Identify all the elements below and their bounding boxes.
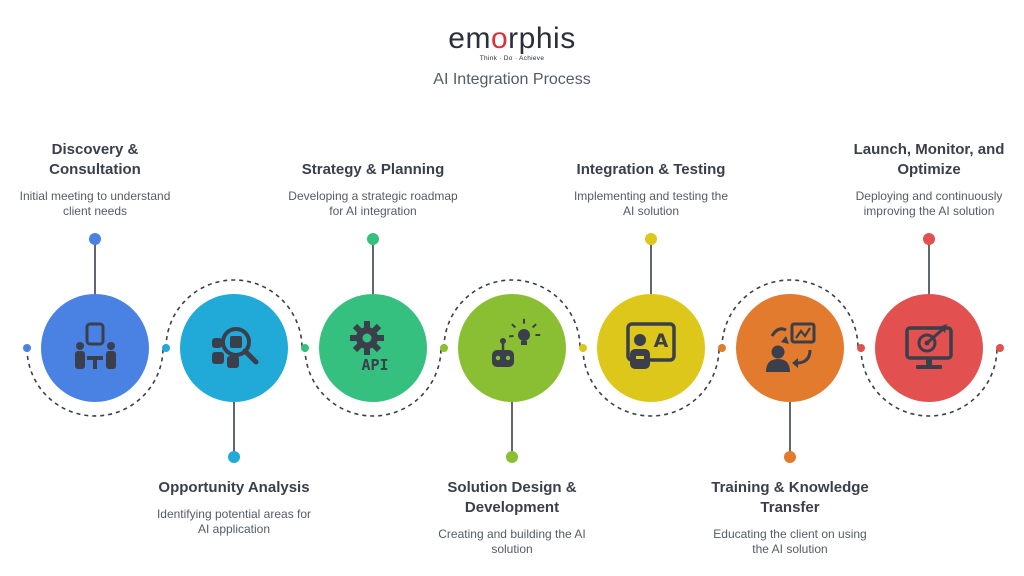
brand-logo: emorphis Think · Do · Achieve <box>0 22 1024 63</box>
step-circle <box>736 294 844 402</box>
step-title-line: Transfer <box>760 499 820 516</box>
connector-arc <box>165 279 303 349</box>
presenter-chart-icon <box>766 322 816 372</box>
step-description-line: the AI solution <box>752 542 828 556</box>
connector-arc <box>721 279 859 349</box>
step-description-line: improving the AI solution <box>863 204 995 218</box>
step-description-line: Initial meeting to understand <box>19 189 171 203</box>
junction-dot <box>440 344 448 352</box>
step-title-line: Opportunity Analysis <box>158 479 310 496</box>
step-description-line: AI application <box>197 522 271 536</box>
step-title-line: Strategy & Planning <box>301 161 445 178</box>
api-icon-label: API <box>361 356 388 374</box>
connector-arc <box>443 279 581 349</box>
step-circle <box>597 294 705 402</box>
step-circle <box>458 294 566 402</box>
step-end-dot <box>367 233 379 245</box>
junction-dot <box>996 344 1004 352</box>
junction-dot <box>857 344 865 352</box>
step-title: Strategy & Planning <box>278 160 468 180</box>
step-title-line: Development <box>464 499 560 516</box>
board-letter-label: A <box>654 330 669 352</box>
magnifier-analysis-icon <box>212 327 259 368</box>
step-title: Opportunity Analysis <box>139 478 329 498</box>
junction-dot <box>579 344 587 352</box>
step-title-line: Optimize <box>897 161 961 178</box>
step-end-dot <box>645 233 657 245</box>
step-end-dot <box>228 451 240 463</box>
step-title-line: Consultation <box>49 161 141 178</box>
step-description-line: Deploying and continuously <box>855 189 1003 203</box>
step-title-line: Solution Design & <box>447 479 577 496</box>
step-description-line: client needs <box>62 204 128 218</box>
step-description-line: Implementing and testing the <box>573 189 729 203</box>
step-title: Solution Design & Development <box>417 478 607 518</box>
step-description-line: Creating and building the AI <box>438 527 586 541</box>
step-description-line: AI solution <box>622 204 680 218</box>
step-description-line: Educating the client on using <box>713 527 867 541</box>
robot-lightbulb-icon <box>492 318 541 367</box>
step-circle <box>41 294 149 402</box>
step-title-line: Integration & Testing <box>576 161 726 178</box>
step-title-line: Launch, Monitor, and <box>853 141 1005 158</box>
connector-arc <box>26 347 164 417</box>
step-circle <box>875 294 983 402</box>
meeting-icon <box>75 322 116 369</box>
step-description-line: Identifying potential areas for <box>156 507 312 521</box>
gear-api-icon: API <box>350 321 389 374</box>
connector-arc <box>860 347 998 417</box>
logo-wordmark: emorphis <box>448 22 576 55</box>
junction-dot <box>718 344 726 352</box>
step-title-line: Training & Knowledge <box>711 479 869 496</box>
step-description-line: Developing a strategic roadmap <box>288 189 458 203</box>
step-end-dot <box>923 233 935 245</box>
step-description-line: for AI integration <box>329 204 417 218</box>
step-title: Discovery & Consultation <box>0 140 190 180</box>
connector-arc <box>582 347 720 417</box>
connector-arc <box>304 347 442 417</box>
step-end-dot <box>506 451 518 463</box>
step-end-dot <box>784 451 796 463</box>
page-title: AI Integration Process <box>433 71 591 88</box>
step-end-dot <box>89 233 101 245</box>
junction-dot <box>301 344 309 352</box>
step-title-line: Discovery & <box>51 141 139 158</box>
junction-dot <box>23 344 31 352</box>
step-description-line: solution <box>491 542 533 556</box>
junction-dot <box>162 344 170 352</box>
logo-tagline: Think · Do · Achieve <box>479 55 545 62</box>
robot-board-icon: A <box>626 322 676 369</box>
step-title: Integration & Testing <box>556 160 746 180</box>
monitor-target-icon <box>905 324 953 369</box>
